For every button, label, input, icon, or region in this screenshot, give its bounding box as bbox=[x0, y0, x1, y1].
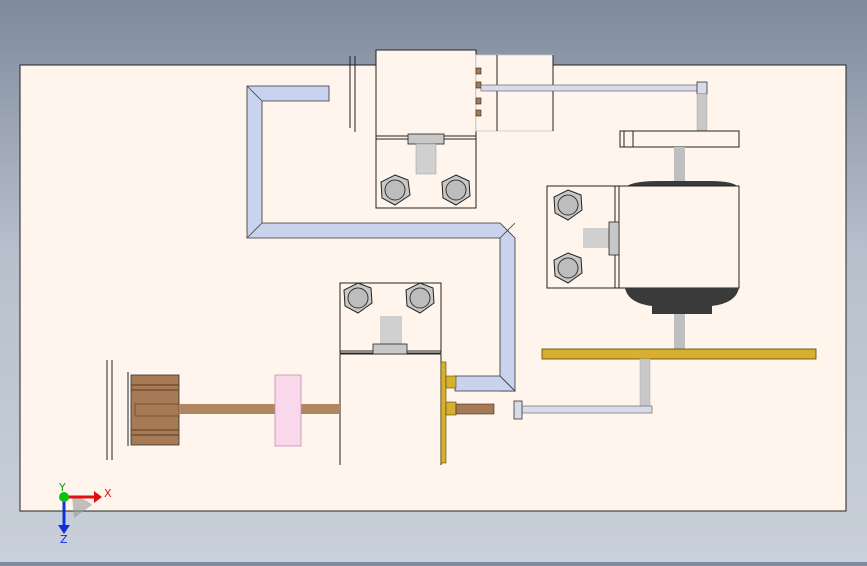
top-bracket[interactable] bbox=[349, 49, 554, 209]
lower-bracket[interactable] bbox=[339, 282, 495, 465]
axis-triad[interactable]: X Y Z bbox=[58, 481, 112, 546]
top-bolt-left bbox=[380, 174, 411, 206]
right-top-plate bbox=[619, 130, 740, 148]
gold-beam bbox=[541, 348, 817, 360]
top-bolt-right bbox=[441, 174, 471, 206]
z-axis-label: Z bbox=[60, 533, 68, 546]
top-connecting-rod bbox=[480, 81, 708, 131]
right-bolt-top bbox=[553, 189, 583, 221]
lower-bolt-left bbox=[343, 282, 373, 314]
y-axis-label: Y bbox=[58, 481, 66, 494]
lower-gold-plate bbox=[440, 361, 447, 464]
bellows-bottom bbox=[625, 288, 739, 314]
air-duct[interactable] bbox=[246, 85, 516, 392]
left-shaft-assembly[interactable] bbox=[106, 360, 340, 460]
right-bolt-bottom bbox=[553, 252, 583, 284]
left-shaft bbox=[179, 404, 340, 414]
right-cylinder-assembly[interactable] bbox=[546, 130, 740, 350]
lower-connecting-rod bbox=[513, 400, 653, 420]
y-axis-dot bbox=[59, 492, 69, 502]
lower-bolt-right bbox=[405, 282, 435, 314]
lower-center-nut bbox=[372, 343, 408, 355]
top-center-shaft bbox=[415, 143, 437, 175]
top-center-nut bbox=[407, 133, 445, 145]
pink-coupling bbox=[274, 374, 302, 447]
x-axis-label: X bbox=[104, 487, 112, 500]
